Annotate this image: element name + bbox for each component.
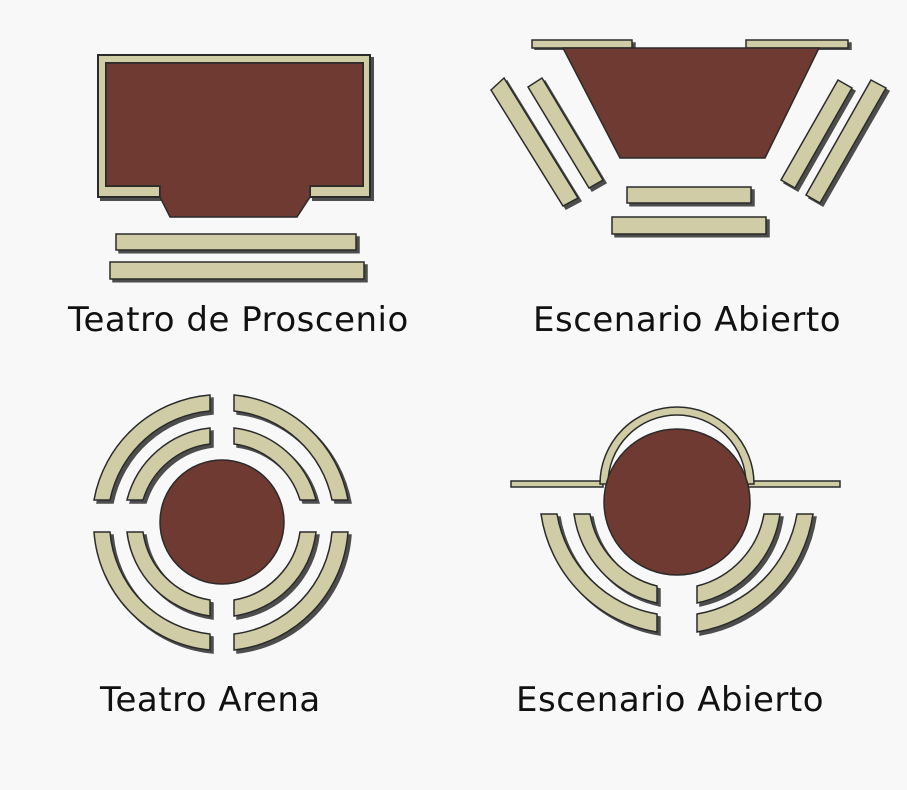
arena-seating-inner-bottom-left (126, 531, 211, 617)
proscenium-stage (105, 62, 364, 218)
thrust-seating-left-outer (490, 76, 580, 207)
thrust-seating-right-inner (779, 78, 854, 190)
arena-seating-inner-top-right (233, 427, 317, 501)
thrust-seating-front-2 (611, 216, 767, 235)
thrust-seating-right-outer (804, 78, 888, 205)
open-round-seating-right-outer (696, 513, 814, 633)
thrust-seating-front-1 (626, 186, 752, 204)
thrust-wall-left (531, 39, 633, 49)
arena-seating-outer-top-left (93, 394, 211, 501)
label-arena: Teatro Arena (100, 680, 321, 720)
arena-seating-outer-bottom-left (93, 531, 211, 651)
thrust-seating-left-inner (526, 76, 605, 190)
arena-seating-outer-bottom-right (233, 531, 349, 651)
thrust-stage-diagram (490, 39, 888, 235)
arena-diagram (93, 394, 349, 651)
open-round-seating-left-outer (540, 513, 658, 633)
thrust-stage (561, 47, 821, 159)
proscenium-seating-row-2 (109, 261, 365, 280)
label-thrust-stage: Escenario Abierto (533, 300, 842, 340)
open-round-wall-left (510, 480, 604, 488)
arena-stage (159, 459, 285, 585)
label-open-round: Escenario Abierto (516, 680, 825, 720)
proscenium-seating-row-1 (115, 233, 357, 251)
open-round-seating-left-inner (573, 513, 658, 604)
open-round-back-arc (599, 406, 755, 485)
proscenium-diagram (97, 54, 371, 280)
arena-seating-outer-top-right (233, 394, 349, 501)
label-proscenium: Teatro de Proscenio (68, 300, 409, 340)
open-round-wall-right (747, 480, 841, 488)
arena-seating-inner-bottom-right (233, 531, 317, 617)
arena-seating-inner-top-left (126, 427, 211, 501)
open-round-diagram (510, 406, 841, 633)
thrust-wall-right (745, 39, 849, 49)
open-round-seating-right-inner (696, 513, 781, 604)
open-round-stage (603, 428, 751, 576)
